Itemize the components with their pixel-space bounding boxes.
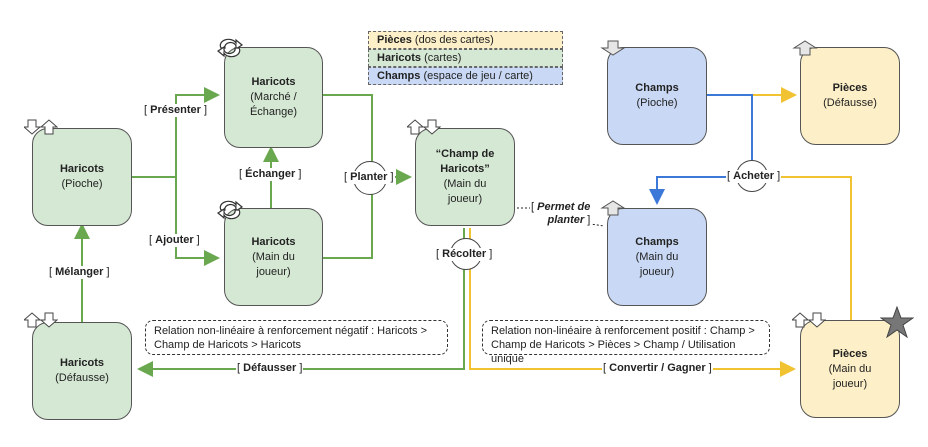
label-melanger: [ Mélanger ]: [48, 266, 111, 279]
arrows-swap-icon: [216, 38, 244, 58]
note-positif: Relation non-linéaire à renforcement pos…: [482, 320, 770, 365]
arrows-swap-icon: [216, 200, 244, 220]
legend: Pièces (dos des cartes) Haricots (cartes…: [368, 31, 563, 85]
star-icon: [880, 306, 914, 338]
label-presenter: [ Présenter ]: [143, 104, 209, 117]
node-pieces-defausse: Pièces(Défausse): [800, 47, 900, 145]
pile-in-out-icon: [407, 119, 441, 135]
pile-in-out-icon: [24, 312, 58, 328]
legend-champs: Champs (espace de jeu / carte): [368, 67, 563, 85]
note-negatif: Relation non-linéaire à renforcement nég…: [145, 320, 448, 355]
node-haricots-marche: Haricots(Marché /Échange): [224, 47, 323, 148]
pile-in-out-icon: [792, 312, 826, 328]
label-defausser: [ Défausser ]: [236, 362, 304, 375]
flow-ajouter: [131, 176, 220, 266]
legend-haricots: Haricots (cartes): [368, 49, 563, 67]
node-haricots-defausse: Haricots(Défausse): [32, 322, 132, 420]
label-convertir: [ Convertir / Gagner ]: [602, 362, 713, 375]
pile-in-icon: [600, 200, 626, 216]
node-champs-pioche: Champs(Pioche): [607, 47, 707, 145]
label-planter: [ Planter ]: [343, 171, 395, 184]
label-acheter: [ Acheter ]: [726, 170, 782, 183]
pile-in-icon: [792, 40, 818, 56]
label-echanger: [ Échanger ]: [238, 168, 303, 181]
label-ajouter: [ Ajouter ]: [148, 234, 201, 247]
label-recolter: [ Récolter ]: [435, 248, 494, 261]
pile-out-icon: [600, 40, 626, 56]
node-haricots-pioche: Haricots(Pioche): [32, 128, 132, 226]
legend-pieces: Pièces (dos des cartes): [368, 31, 563, 49]
pile-in-out-icon: [24, 119, 58, 135]
